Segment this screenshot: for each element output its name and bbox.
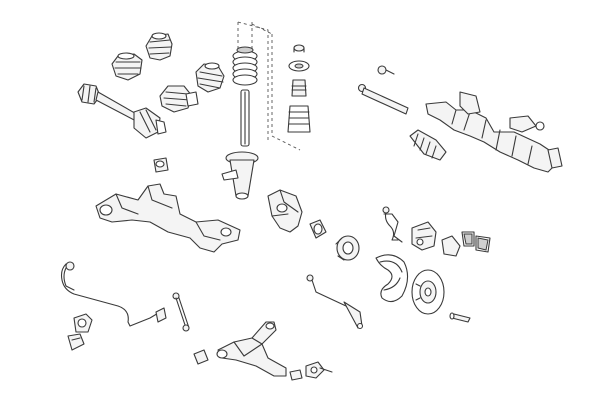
assembly-guide-line-strut <box>237 21 273 140</box>
ball-joint <box>305 361 333 379</box>
brake-pad-right <box>475 235 491 253</box>
steering-knuckle <box>267 189 303 233</box>
shock-absorber <box>221 151 259 200</box>
drive-shaft-left <box>77 83 167 139</box>
cv-boot-top <box>145 32 173 61</box>
stabilizer-bushing <box>153 157 169 173</box>
cv-joint-right <box>159 85 199 113</box>
brake-caliper <box>411 221 437 251</box>
brake-disc <box>411 269 445 315</box>
ball-joint-nut <box>289 369 303 381</box>
outer-tie-rod <box>306 274 364 330</box>
brake-hose <box>382 206 399 241</box>
bump-stop <box>291 79 307 97</box>
wheel-bolt <box>449 312 471 323</box>
dust-boot <box>287 105 311 133</box>
control-arm-bushing <box>193 349 209 365</box>
tie-rod <box>357 83 409 115</box>
brake-pad-left <box>461 231 475 247</box>
assembly-guide-line-mount <box>271 34 301 151</box>
brake-dust-shield <box>375 254 409 303</box>
steering-rack <box>425 91 563 173</box>
strut-top-nut <box>293 44 305 53</box>
rack-boot <box>409 129 447 161</box>
knuckle-bracket <box>383 213 403 243</box>
anti-roll-bar <box>60 261 167 327</box>
lower-control-arm <box>216 321 287 377</box>
wheel-bearing <box>309 219 327 239</box>
strut-mount-bearing <box>288 60 310 72</box>
front-subframe <box>95 183 241 253</box>
strut-rod <box>240 89 250 147</box>
cv-boot-right <box>195 62 225 93</box>
bushing-clamp <box>73 313 93 333</box>
cv-boot-left <box>111 52 143 81</box>
coil-spring <box>232 46 258 86</box>
tie-rod-end-top <box>377 65 395 75</box>
caliper-bracket <box>441 235 461 257</box>
wheel-hub <box>335 235 360 261</box>
bushing-bracket <box>67 333 85 351</box>
stabilizer-link <box>172 292 190 332</box>
